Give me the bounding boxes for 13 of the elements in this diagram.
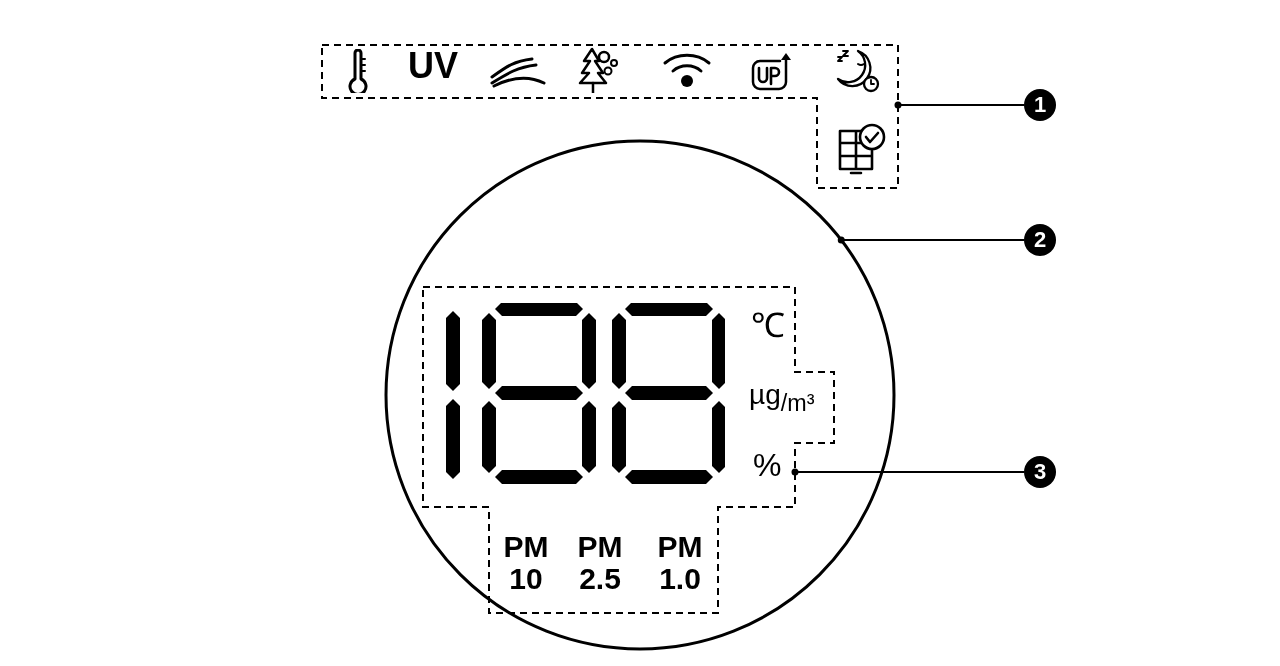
uv-label: UV: [408, 45, 458, 87]
leader-line: [837, 236, 1025, 244]
unit-label: µg$_{/m³}$: [749, 379, 815, 417]
pm-label: PM 10: [502, 531, 550, 595]
pm-label: PM 1.0: [656, 531, 704, 595]
callout-number: 1: [1024, 89, 1056, 121]
unit-label: ℃: [751, 305, 785, 346]
callout-number: 2: [1024, 224, 1056, 256]
leader-line: [894, 101, 1025, 109]
pm-label: PM 2.5: [576, 531, 624, 595]
unit-label: %: [753, 447, 782, 484]
callout-number: 3: [1024, 456, 1056, 488]
leader-line: [791, 468, 1025, 476]
